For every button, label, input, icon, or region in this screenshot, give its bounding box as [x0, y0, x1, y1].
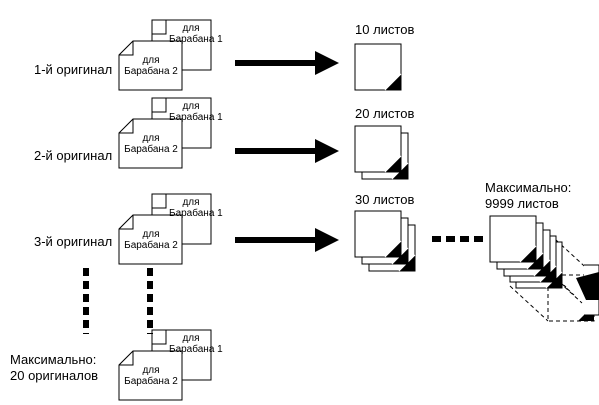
output-3-sheet-front	[354, 210, 402, 258]
arrow-1	[235, 51, 339, 75]
arrow-2	[235, 139, 339, 163]
arrow-3	[235, 228, 339, 252]
max-originals-label-line1: Максимально:	[10, 352, 97, 367]
original-3-label: 3-й оригинал	[34, 234, 113, 249]
output-1-sheet	[354, 43, 402, 91]
max-output-label-line1: Максимально:	[485, 180, 572, 195]
output-2-sheet-front	[354, 125, 402, 173]
output-1-label: 10 листов	[355, 22, 415, 37]
output-2-label: 20 листов	[355, 106, 415, 121]
original-2-label: 2-й оригинал	[34, 148, 113, 163]
output-max-corner	[576, 272, 599, 300]
max-output-label-line2: 9999 листов	[485, 196, 559, 211]
output-3-label: 30 листов	[355, 192, 415, 207]
original-1-label: 1-й оригинал	[34, 62, 113, 77]
max-originals-label-line2: 20 оригиналов	[10, 368, 99, 383]
output-max-sheet-1	[489, 215, 537, 263]
